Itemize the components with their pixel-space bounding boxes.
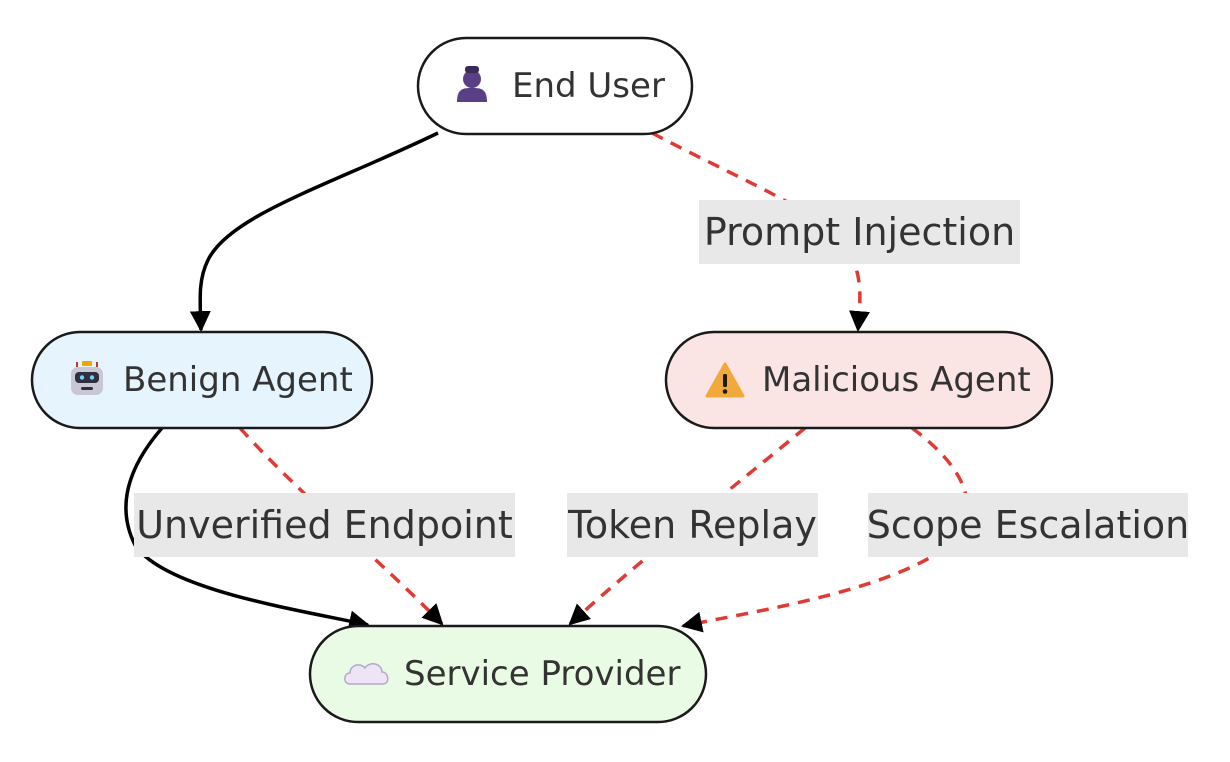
label-token-replay: Token Replay	[567, 493, 818, 557]
node-benign-agent-box	[30, 330, 374, 430]
node-end-user-box	[416, 36, 694, 136]
node-end-user[interactable]: End User	[416, 36, 694, 136]
edge-labels-layer: Prompt Injection Unverified Endpoint Tok…	[134, 200, 1189, 557]
cloud-icon	[344, 663, 389, 685]
node-malicious-agent[interactable]: Malicious Agent	[664, 330, 1054, 430]
label-token-replay-text: Token Replay	[567, 503, 817, 547]
node-malicious-agent-box	[664, 330, 1054, 430]
label-unverified-endpoint-text: Unverified Endpoint	[136, 503, 513, 547]
node-service-provider[interactable]: Service Provider	[308, 624, 708, 724]
node-benign-agent-label: Benign Agent	[123, 360, 353, 400]
label-unverified-endpoint: Unverified Endpoint	[134, 493, 515, 557]
nodes-layer: End User Benign Agent	[30, 36, 1054, 724]
label-prompt-injection-text: Prompt Injection	[704, 210, 1015, 254]
node-malicious-agent-label: Malicious Agent	[762, 360, 1031, 400]
label-prompt-injection: Prompt Injection	[699, 200, 1020, 264]
label-scope-escalation-text: Scope Escalation	[867, 503, 1189, 547]
label-scope-escalation: Scope Escalation	[867, 493, 1189, 557]
node-service-provider-box	[308, 624, 708, 724]
warning-icon	[705, 362, 745, 398]
node-service-provider-label: Service Provider	[404, 654, 680, 694]
user-silhouette-icon	[457, 66, 487, 102]
node-end-user-label: End User	[512, 66, 665, 106]
robot-icon	[71, 361, 103, 395]
node-benign-agent[interactable]: Benign Agent	[30, 330, 374, 430]
edge-user-to-benign	[189, 131, 439, 333]
